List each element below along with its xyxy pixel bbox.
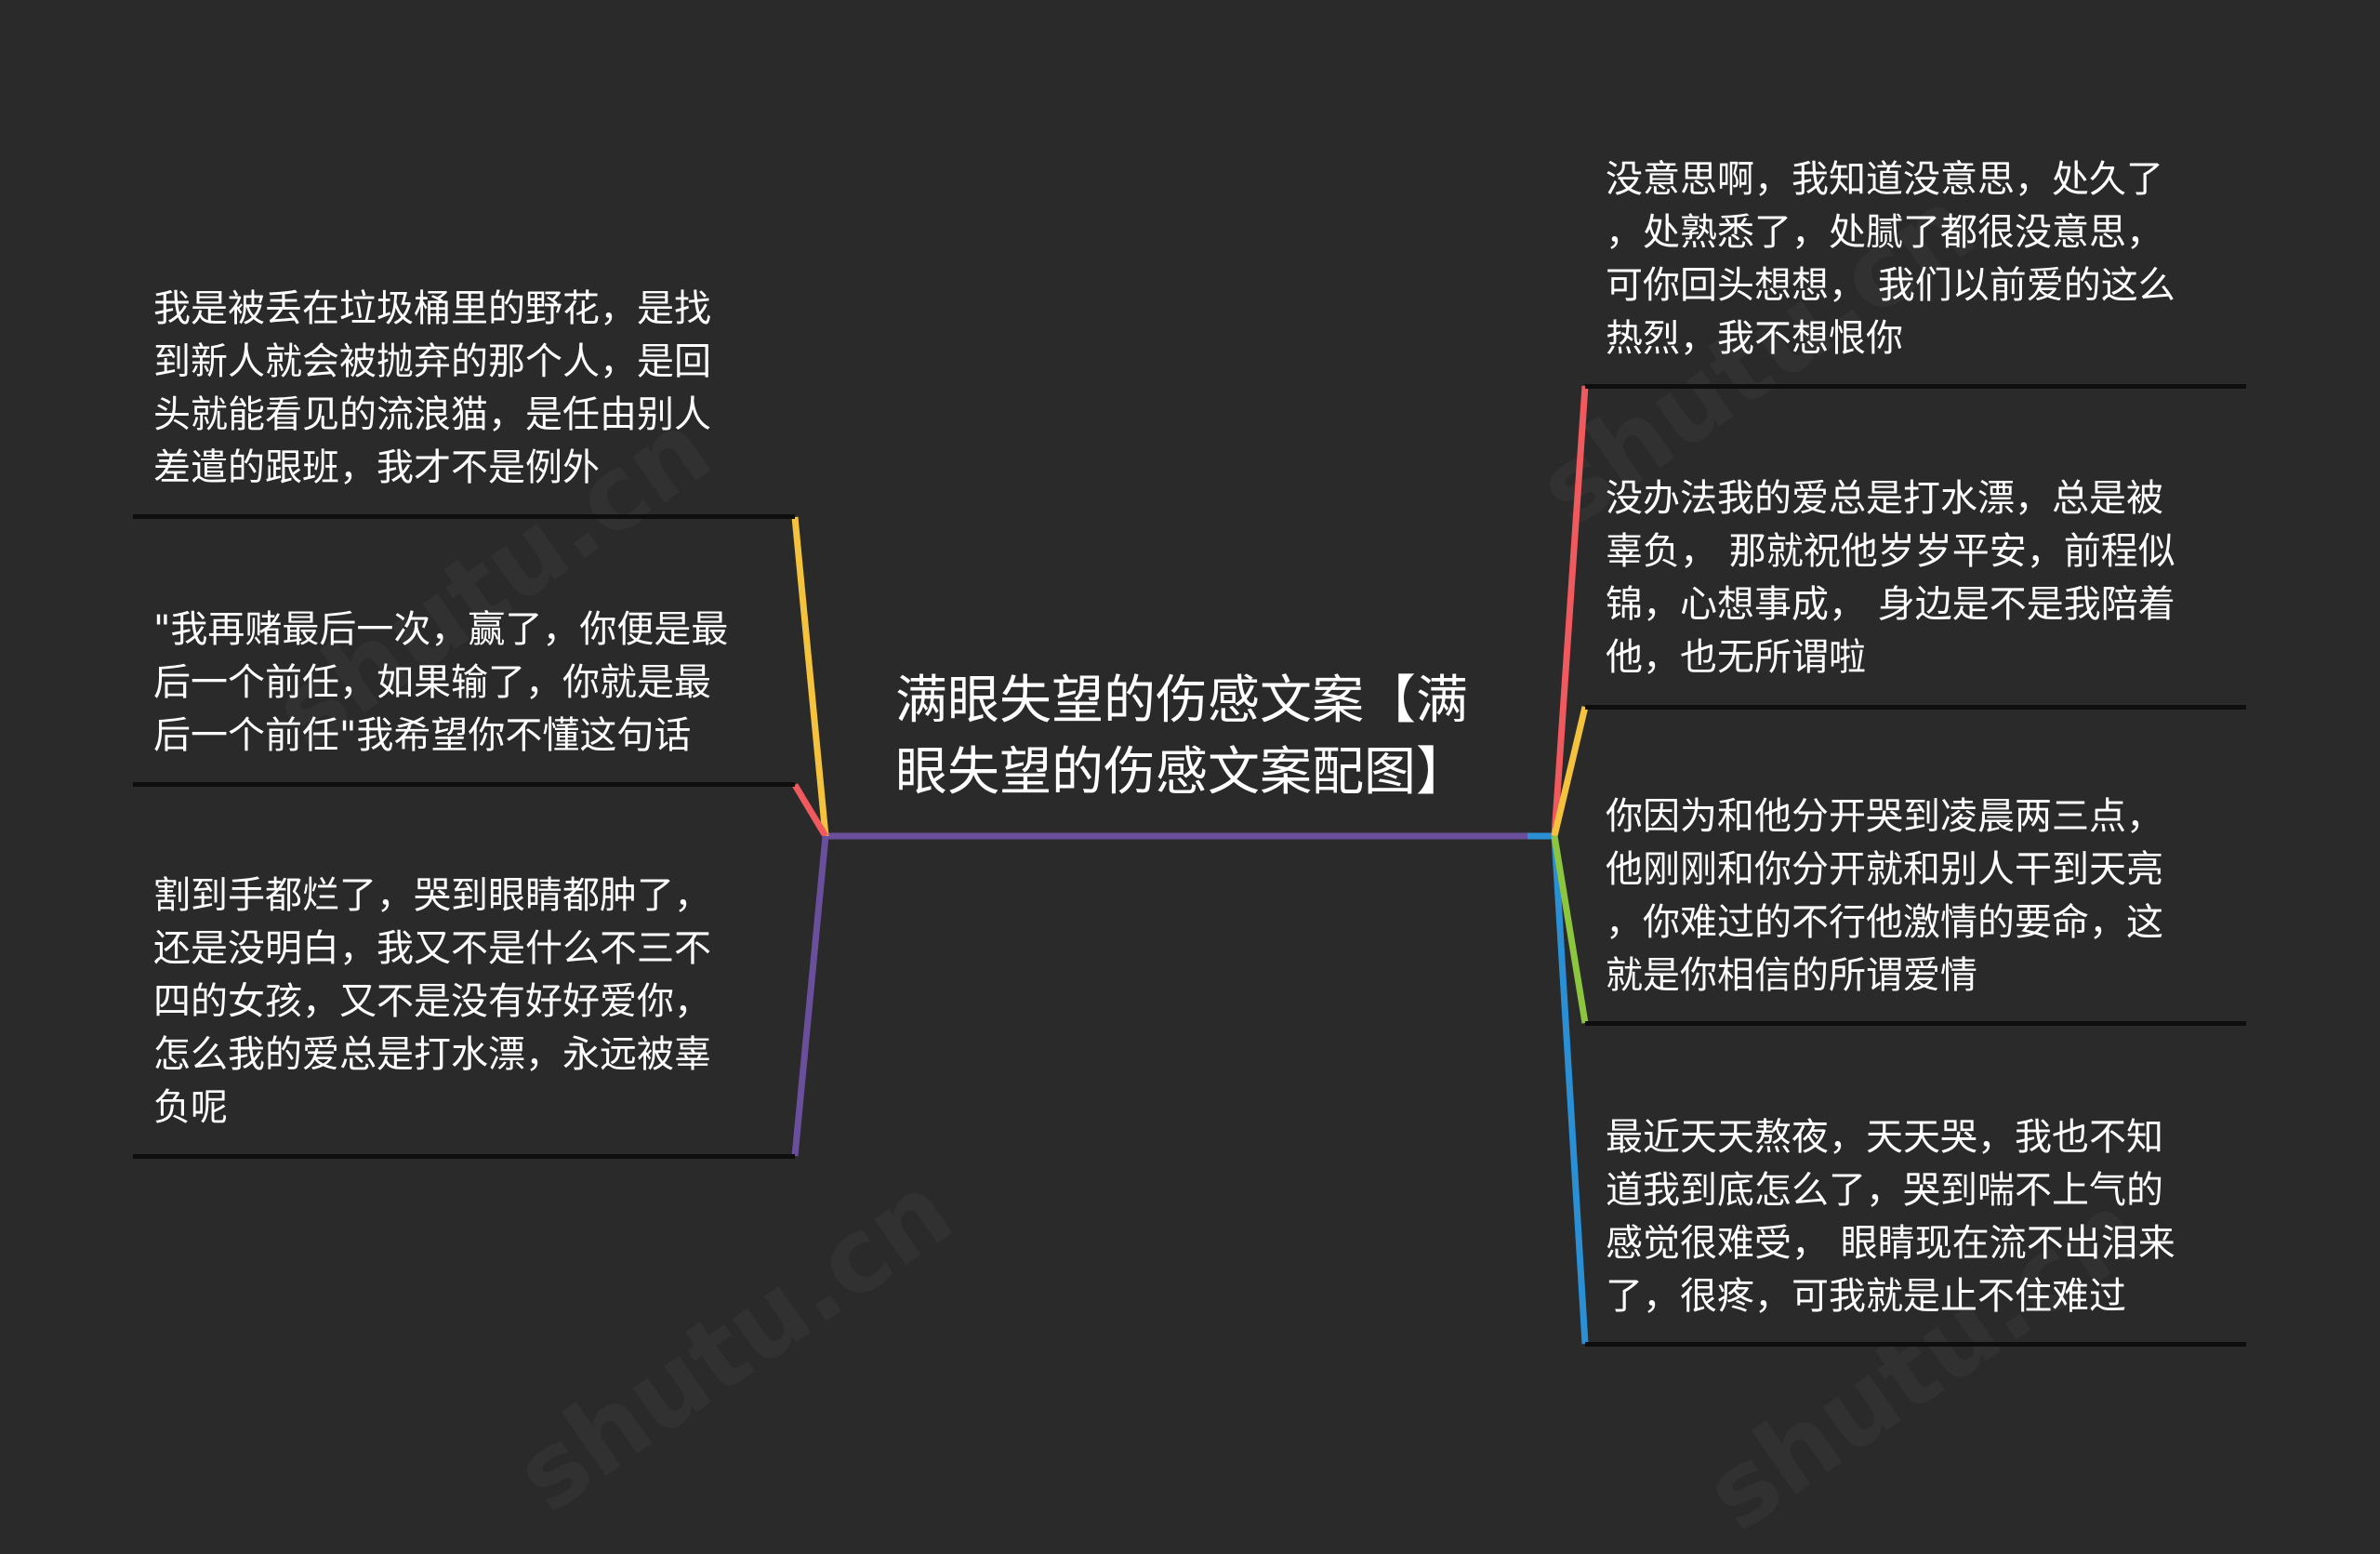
right-branch-3 bbox=[1551, 835, 1589, 1024]
node-text: 没办法我的爱总是打水漂，总是被 辜负， 那就祝他岁岁平安，前程似 锦，心想事成，… bbox=[1606, 477, 2175, 679]
node-underline bbox=[133, 1154, 795, 1159]
right-node-3[interactable]: 你因为和他分开哭到凌晨两三点， 他刚刚和你分开就和别人干到天亮 ，你难过的不行他… bbox=[1585, 790, 2246, 1026]
node-underline bbox=[1585, 705, 2246, 710]
node-underline bbox=[133, 782, 795, 787]
node-underline bbox=[1585, 384, 2246, 389]
central-topic[interactable]: 满眼失望的伤感文案【满 眼失望的伤感文案配图】 bbox=[895, 671, 1468, 803]
right-branch-4 bbox=[1551, 835, 1589, 1345]
left-node-3[interactable]: 割到手都烂了，哭到眼睛都肿了， 还是没明白，我又不是什么不三不 四的女孩，又不是… bbox=[133, 870, 795, 1159]
node-text: 我是被丢在垃圾桶里的野花，是找 到新人就会被抛弃的那个人，是回 头就能看见的流浪… bbox=[153, 287, 711, 489]
node-underline bbox=[1585, 1021, 2246, 1026]
node-underline bbox=[133, 514, 795, 519]
node-text: 割到手都烂了，哭到眼睛都肿了， 还是没明白，我又不是什么不三不 四的女孩，又不是… bbox=[153, 874, 711, 1129]
left-branch-3 bbox=[791, 835, 829, 1157]
node-text: 你因为和他分开哭到凌晨两三点， 他刚刚和你分开就和别人干到天亮 ，你难过的不行他… bbox=[1606, 795, 2163, 997]
right-branch-1 bbox=[1551, 385, 1589, 837]
node-underline bbox=[1585, 1342, 2246, 1347]
left-branch-1 bbox=[791, 516, 829, 837]
right-branch-2 bbox=[1551, 706, 1589, 837]
left-node-1[interactable]: 我是被丢在垃圾桶里的野花，是找 到新人就会被抛弃的那个人，是回 头就能看见的流浪… bbox=[133, 279, 795, 519]
mindmap-canvas: shutu.cn shutu.cn shutu.cn shutu.cn 满眼失望… bbox=[133, 153, 2246, 1347]
connector-lines bbox=[791, 385, 1589, 1345]
node-text: 最近天天熬夜，天天哭，我也不知 道我到底怎么了，哭到喘不上气的 感觉很难受， 眼… bbox=[1606, 1116, 2175, 1318]
node-text: 没意思啊，我知道没意思，处久了 ，处熟悉了，处腻了都很没意思， 可你回头想想， … bbox=[1606, 158, 2175, 360]
left-node-2[interactable]: "我再赌最后一次，赢了，你便是最 后一个前任，如果输了，你就是最 后一个前任"我… bbox=[133, 600, 795, 787]
right-node-2[interactable]: 没办法我的爱总是打水漂，总是被 辜负， 那就祝他岁岁平安，前程似 锦，心想事成，… bbox=[1585, 472, 2246, 710]
node-text: "我再赌最后一次，赢了，你便是最 后一个前任，如果输了，你就是最 后一个前任"我… bbox=[153, 608, 729, 757]
right-node-4[interactable]: 最近天天熬夜，天天哭，我也不知 道我到底怎么了，哭到喘不上气的 感觉很难受， 眼… bbox=[1585, 1111, 2246, 1347]
right-node-1[interactable]: 没意思啊，我知道没意思，处久了 ，处熟悉了，处腻了都很没意思， 可你回头想想， … bbox=[1585, 153, 2246, 389]
left-branch-2 bbox=[791, 783, 829, 838]
